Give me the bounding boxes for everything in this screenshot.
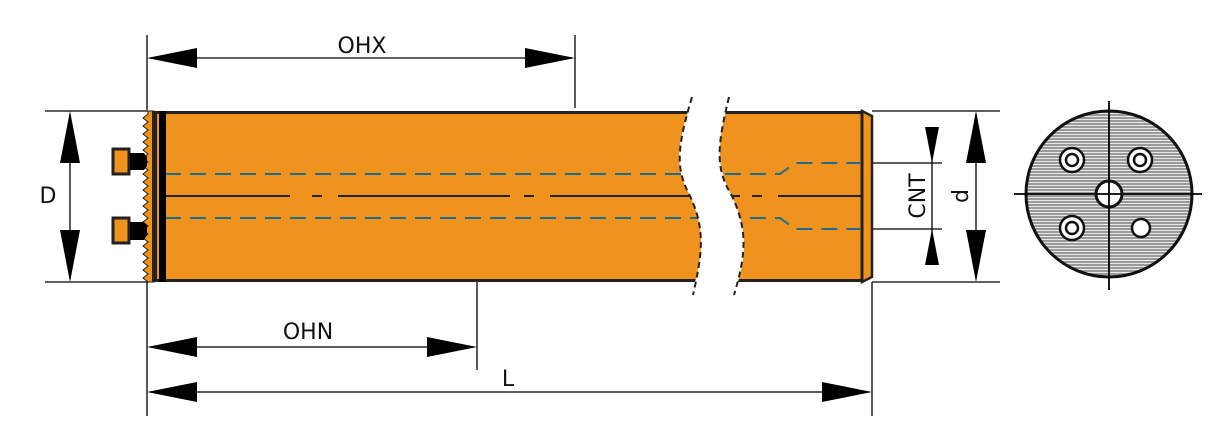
ohn-label: OHN <box>283 320 333 345</box>
ohx-dimension <box>147 48 575 68</box>
length-label: L <box>502 367 515 392</box>
ohx-label: OHX <box>338 34 387 59</box>
end-view-hole <box>1130 217 1152 239</box>
end-view-port-ring <box>1058 146 1086 174</box>
ohn-dimension <box>147 337 477 357</box>
feed-port-lower <box>111 216 147 245</box>
length-dimension <box>147 382 872 402</box>
right-end-cap <box>860 108 874 285</box>
element-body-left <box>148 111 702 282</box>
cnt-label: CNT <box>906 173 931 219</box>
end-view <box>1014 101 1202 290</box>
left-end-cap <box>142 110 166 283</box>
feed-port-upper <box>111 147 147 176</box>
inner-diameter-label: d <box>949 189 974 203</box>
inner-diameter-dimension <box>966 111 986 282</box>
end-view-port-ring <box>1126 146 1154 174</box>
element-body-right <box>719 111 862 282</box>
outer-diameter-dimension <box>60 111 80 282</box>
outer-diameter-label: D <box>40 184 57 209</box>
extension-lines <box>45 35 1000 416</box>
break-lines <box>678 96 745 296</box>
end-view-port-ring <box>1058 214 1086 242</box>
cnt-dimension <box>925 127 939 265</box>
